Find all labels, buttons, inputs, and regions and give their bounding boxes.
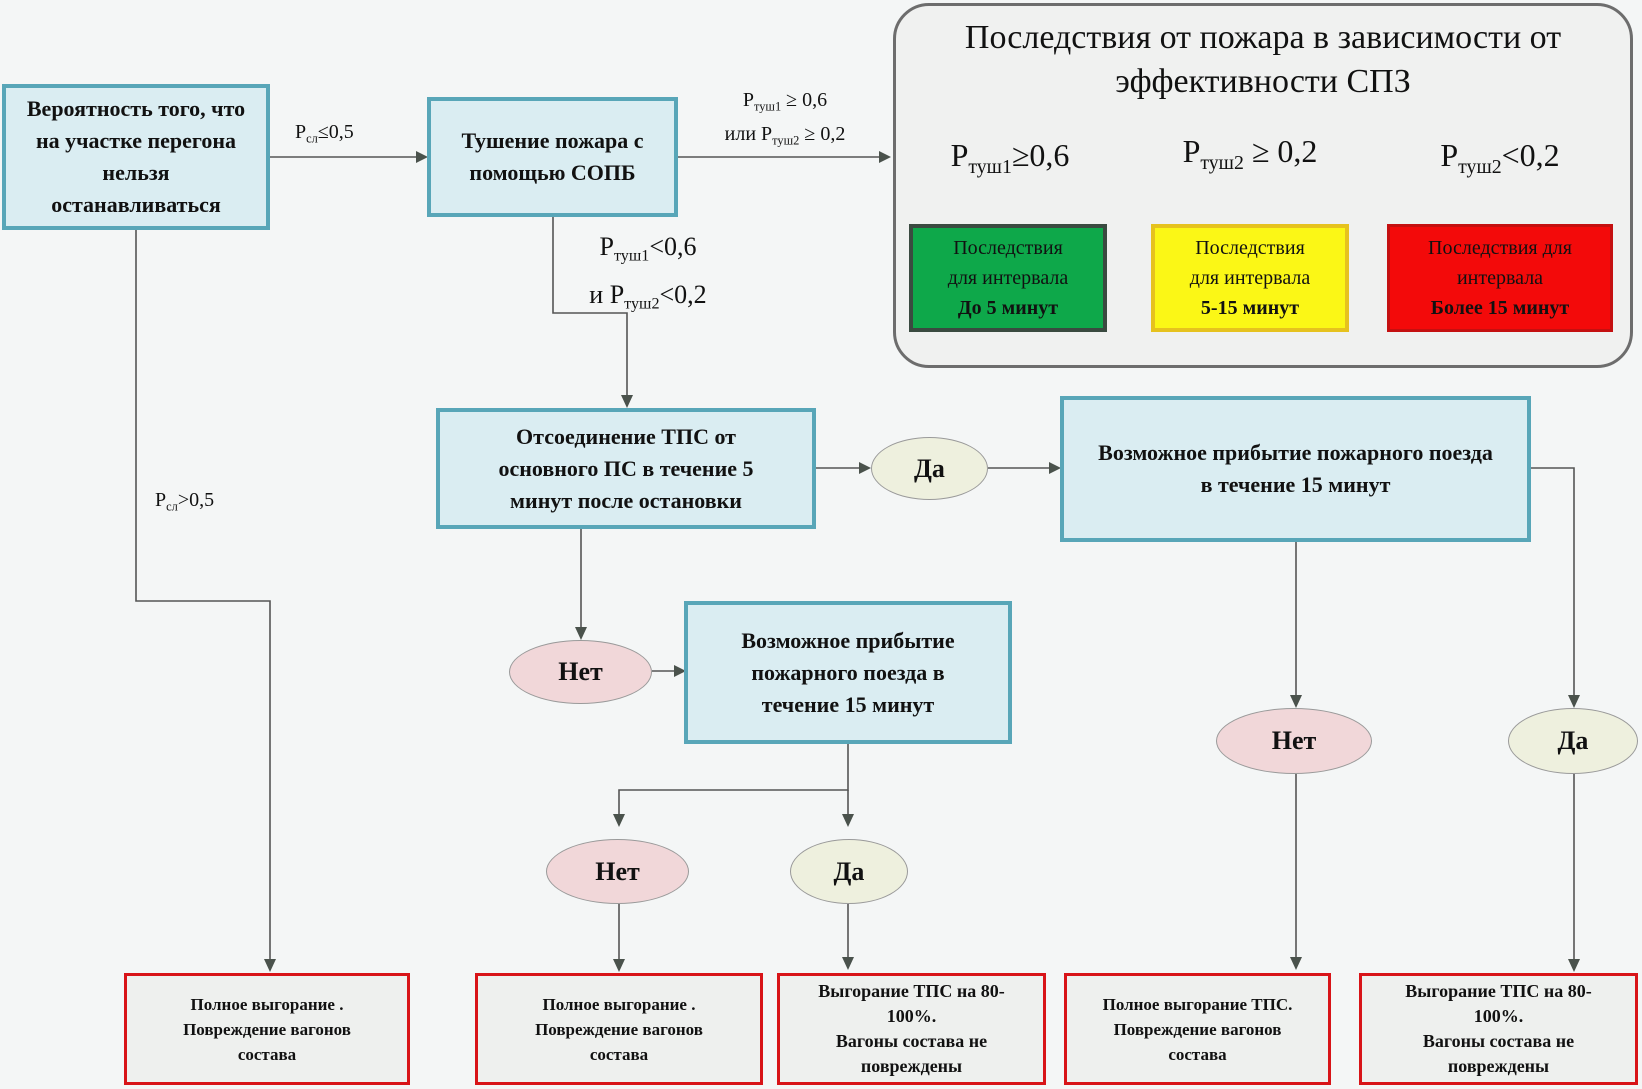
- node-fire-train-right[interactable]: Возможное прибытие пожарного поезда в те…: [1060, 396, 1531, 542]
- decision-yes-fire-train-right[interactable]: Да: [1508, 708, 1638, 774]
- edge-label-down-line2: и Pтуш2<0,2: [589, 279, 707, 313]
- node-start[interactable]: Вероятность того, что на участке перегон…: [2, 84, 270, 230]
- decision-no-disconnect[interactable]: Нет: [509, 640, 652, 704]
- arrow-head: [1568, 695, 1580, 708]
- arrow-head: [1049, 462, 1061, 474]
- arrow-head: [879, 151, 891, 163]
- result-5[interactable]: Выгорание ТПС на 80- 100%. Вагоны состав…: [1359, 973, 1638, 1085]
- edge-label-down: Pтуш1<0,6 и Pтуш2<0,2: [568, 228, 728, 323]
- arrow-head: [859, 462, 871, 474]
- decision-label: Да: [833, 856, 865, 886]
- consequence-interval: Более 15 минут: [1430, 297, 1570, 319]
- consequence-line: интервала: [1456, 267, 1544, 289]
- arrow-head: [1290, 957, 1302, 970]
- edge-firetrain-mid-to-no: [618, 742, 849, 815]
- consequence-yellow[interactable]: Последствия для интервала 5-15 минут: [1151, 224, 1349, 332]
- arrow-head: [613, 814, 625, 827]
- edge-start-to-result-1: [135, 228, 271, 960]
- edge-extinguish-to-disconnect: [552, 216, 628, 396]
- consequence-line: Последствия: [1195, 237, 1305, 259]
- edge-label-to-panel-line1: Pтуш1 ≥ 0,6: [742, 89, 828, 114]
- node-fire-train-mid[interactable]: Возможное прибытие пожарного поезда в те…: [684, 601, 1012, 744]
- arrow-head: [1290, 695, 1302, 708]
- edge-label-p-sl-le: Pсл≤0,5: [295, 121, 354, 146]
- decision-label: Да: [1557, 726, 1589, 755]
- arrow-head: [416, 151, 428, 163]
- arrow-head: [575, 627, 587, 640]
- result-4[interactable]: Полное выгорание ТПС. Повреждение вагоно…: [1064, 973, 1331, 1085]
- decision-label: Да: [914, 453, 945, 483]
- node-extinguish-label: Тушение пожара с помощью СОПБ: [461, 128, 644, 185]
- decision-label: Нет: [558, 657, 603, 686]
- result-label: Полное выгорание ТПС. Повреждение вагоно…: [1102, 994, 1293, 1064]
- node-extinguish[interactable]: Тушение пожара с помощью СОПБ: [427, 97, 678, 217]
- node-disconnect-label: Отсоединение ТПС от основного ПС в течен…: [498, 423, 754, 513]
- arrow-head: [621, 395, 633, 408]
- decision-label: Нет: [595, 856, 640, 886]
- decision-yes-disconnect[interactable]: Да: [871, 437, 988, 500]
- consequence-interval: До 5 минут: [957, 297, 1059, 319]
- consequence-red[interactable]: Последствия для интервала Более 15 минут: [1387, 224, 1613, 332]
- result-1[interactable]: Полное выгорание . Повреждение вагонов с…: [124, 973, 410, 1085]
- decision-no-fire-train-right[interactable]: Нет: [1216, 708, 1372, 774]
- arrow-head: [613, 959, 625, 972]
- arrow-head: [1568, 959, 1580, 972]
- result-label: Полное выгорание . Повреждение вагонов с…: [183, 994, 351, 1064]
- node-fire-train-right-label: Возможное прибытие пожарного поезда в те…: [1098, 440, 1493, 497]
- panel-condition-1: Pтуш1≥0,6: [950, 137, 1070, 178]
- edge-label-to-panel-line2: или Pтуш2 ≥ 0,2: [724, 123, 846, 148]
- edge-label-p-sl-gt: Pсл>0,5: [155, 489, 215, 514]
- consequence-interval: 5-15 минут: [1200, 297, 1300, 319]
- panel-condition-3: Pтуш2<0,2: [1440, 137, 1560, 178]
- decision-no-fire-train-mid[interactable]: Нет: [546, 839, 689, 904]
- node-start-label: Вероятность того, что на участке перегон…: [26, 96, 246, 217]
- consequence-line: Последствия: [953, 237, 1063, 259]
- edge-label-down-line1: Pтуш1<0,6: [599, 232, 697, 265]
- decision-label: Нет: [1271, 726, 1317, 755]
- consequence-line: для интервала: [947, 267, 1069, 289]
- node-disconnect[interactable]: Отсоединение ТПС от основного ПС в течен…: [436, 408, 816, 529]
- edge-firetrain-to-yes: [1530, 467, 1575, 696]
- edge-label-to-panel: Pтуш1 ≥ 0,6 или Pтуш2 ≥ 0,2: [700, 86, 870, 155]
- arrow-head: [842, 814, 854, 827]
- arrow-head: [264, 959, 276, 972]
- consequence-panel-title: Последствия от пожара в зависимости от э…: [964, 19, 1562, 100]
- result-label: Полное выгорание . Повреждение вагонов с…: [535, 994, 703, 1064]
- consequence-green[interactable]: Последствия для интервала До 5 минут: [909, 224, 1107, 332]
- result-label: Выгорание ТПС на 80- 100%. Вагоны состав…: [1405, 981, 1592, 1076]
- consequence-line: для интервала: [1189, 267, 1311, 289]
- node-fire-train-mid-label: Возможное прибытие пожарного поезда в те…: [741, 627, 955, 717]
- result-3[interactable]: Выгорание ТПС на 80- 100%. Вагоны состав…: [777, 973, 1046, 1085]
- decision-yes-fire-train-mid[interactable]: Да: [790, 839, 908, 904]
- arrow-head: [842, 957, 854, 970]
- result-2[interactable]: Полное выгорание . Повреждение вагонов с…: [475, 973, 763, 1085]
- panel-condition-2: Pтуш2 ≥ 0,2: [1182, 133, 1318, 174]
- consequence-line: Последствия для: [1428, 237, 1572, 259]
- arrow-head: [674, 665, 686, 677]
- result-label: Выгорание ТПС на 80- 100%. Вагоны состав…: [818, 981, 1005, 1076]
